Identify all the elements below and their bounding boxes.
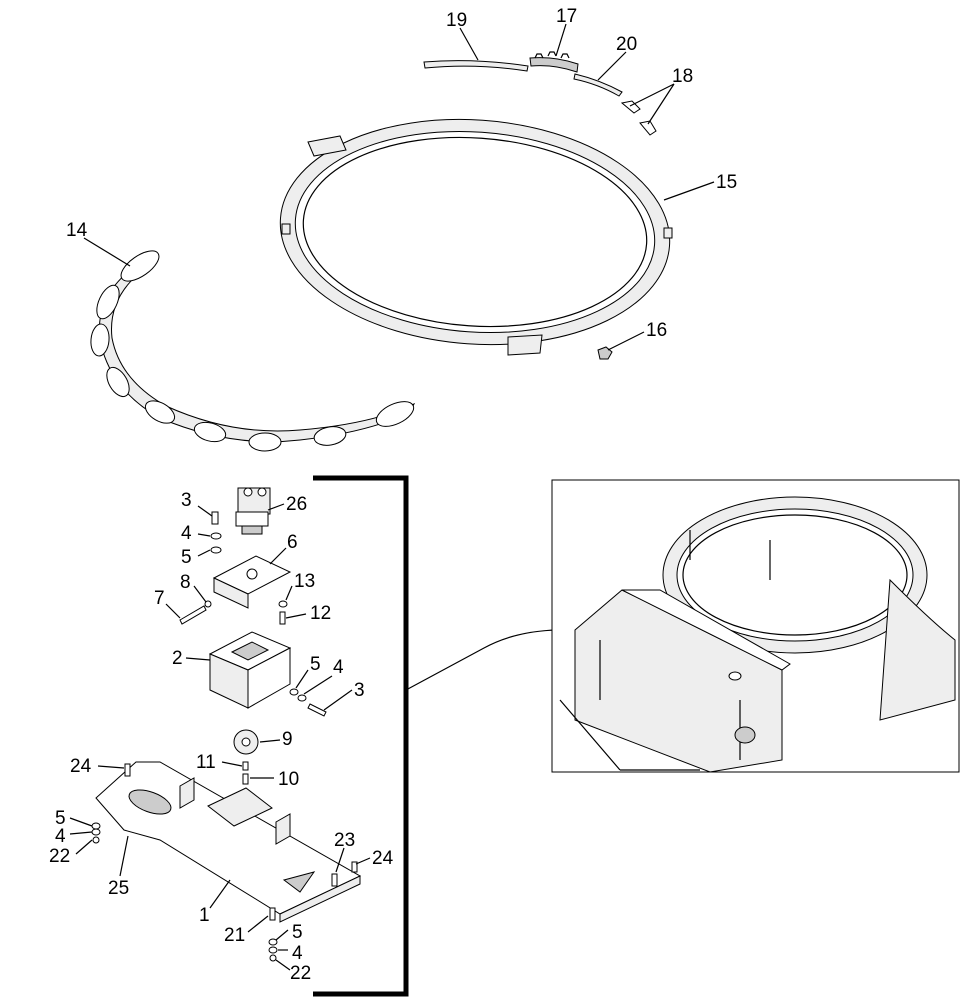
callout-3b: 3 xyxy=(354,680,365,701)
bolt-12 xyxy=(279,611,286,625)
callout-9: 9 xyxy=(282,729,293,750)
callout-5a: 5 xyxy=(181,547,192,568)
callout-18: 18 xyxy=(672,66,693,87)
motor-26 xyxy=(235,487,271,535)
washer-4d xyxy=(268,946,278,954)
washer-5c xyxy=(91,822,101,830)
callout-5b: 5 xyxy=(310,654,321,675)
bolt-23 xyxy=(331,873,338,887)
washer-4c xyxy=(91,828,101,836)
callout-10: 10 xyxy=(278,769,299,790)
callout-2: 2 xyxy=(172,648,183,669)
callout-20: 20 xyxy=(616,34,637,55)
nut-22b xyxy=(269,954,277,962)
callout-22a: 22 xyxy=(49,846,70,867)
callout-23: 23 xyxy=(334,830,355,851)
washer-4a xyxy=(210,532,222,540)
bolt-21 xyxy=(269,907,276,921)
bolt-24a xyxy=(124,763,131,777)
callout-1: 1 xyxy=(199,905,210,926)
chain-14 xyxy=(90,250,416,452)
ring-15 xyxy=(279,118,673,356)
callout-4a: 4 xyxy=(181,523,192,544)
callout-3a: 3 xyxy=(181,490,192,511)
callout-24a: 24 xyxy=(70,756,92,777)
callout-12: 12 xyxy=(310,603,331,624)
bolt-10 xyxy=(242,773,249,785)
nut-22a xyxy=(92,836,100,844)
callout-13: 13 xyxy=(294,571,315,592)
callout-4b: 4 xyxy=(333,657,344,678)
grouping-bracket xyxy=(313,475,409,997)
bolt-7 xyxy=(179,605,207,625)
washer-13 xyxy=(278,600,288,608)
callout-25: 25 xyxy=(108,878,129,899)
leader-lines xyxy=(69,23,715,971)
washer-5b xyxy=(289,688,299,696)
callout-21: 21 xyxy=(224,925,245,946)
ring-segment-20 xyxy=(573,73,623,97)
nut-8 xyxy=(204,600,212,608)
callout-5d: 5 xyxy=(292,922,303,943)
housing-2 xyxy=(208,631,292,709)
ring-segment-19 xyxy=(423,60,529,72)
callout-19: 19 xyxy=(446,10,467,31)
callout-17: 17 xyxy=(556,6,577,27)
sprocket-9 xyxy=(233,729,259,755)
washer-4b xyxy=(297,694,307,702)
bolt-3b xyxy=(307,703,327,717)
callout-26: 26 xyxy=(286,494,307,515)
clip-18 xyxy=(620,100,657,136)
leader-to-inset xyxy=(405,629,576,691)
callout-8: 8 xyxy=(180,572,191,593)
callout-24b: 24 xyxy=(372,848,394,869)
bracket-plate-6 xyxy=(212,555,292,609)
bolt-3a xyxy=(211,511,219,525)
washer-5a xyxy=(210,546,222,554)
callout-15: 15 xyxy=(716,172,737,193)
callout-16: 16 xyxy=(646,320,667,341)
callout-22b: 22 xyxy=(290,963,311,984)
callout-14: 14 xyxy=(66,220,88,241)
inset-view xyxy=(551,479,960,773)
callout-6: 6 xyxy=(287,532,298,553)
washer-5d xyxy=(268,938,278,946)
callout-labels: 19 17 20 18 15 14 16 3 26 4 5 6 7 8 13 1… xyxy=(49,6,737,984)
bolt-24b xyxy=(351,861,358,873)
callout-4d: 4 xyxy=(292,943,303,964)
callout-11: 11 xyxy=(196,752,216,773)
callout-5c: 5 xyxy=(55,808,66,829)
callout-4c: 4 xyxy=(55,826,66,847)
base-plate-1 xyxy=(95,761,362,923)
ring-segment-17 xyxy=(529,51,579,73)
callout-7: 7 xyxy=(154,588,165,609)
bolt-11 xyxy=(242,761,249,771)
